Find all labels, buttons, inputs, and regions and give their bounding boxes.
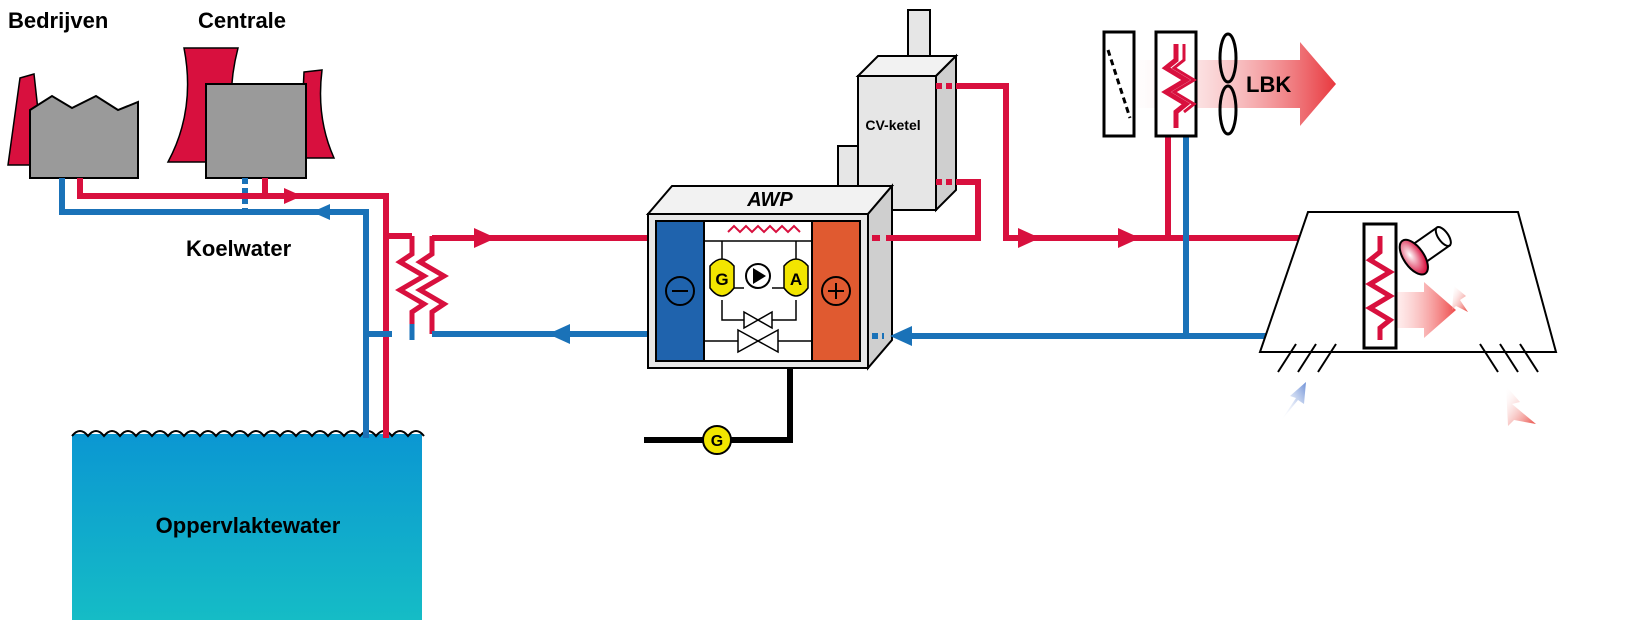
lbk-label: LBK [1246, 72, 1291, 97]
awp-a-label: A [790, 270, 802, 289]
cv-ketel-icon [855, 9, 959, 213]
awp-unit [645, 145, 895, 371]
lbk-unit [1102, 30, 1336, 138]
centrale-icon [166, 47, 336, 179]
cooling-water-pipes [59, 178, 412, 438]
bedrijven-label: Bedrijven [8, 8, 108, 33]
awp-g-label: G [715, 270, 728, 289]
centrale-label: Centrale [198, 8, 286, 33]
oppervlaktewater-label: Oppervlaktewater [156, 513, 341, 538]
gas-meter-label: G [711, 433, 723, 450]
room-unit [1258, 211, 1558, 426]
surface-water [71, 430, 425, 620]
bedrijven-icon [7, 73, 139, 179]
source-loop-pipes [432, 228, 648, 344]
cv-ketel-label: CV-ketel [865, 117, 920, 133]
gas-supply-line [644, 368, 793, 455]
koelwater-label: Koelwater [186, 236, 292, 261]
awp-label: AWP [746, 189, 793, 211]
heat-exchanger-left [395, 236, 449, 340]
